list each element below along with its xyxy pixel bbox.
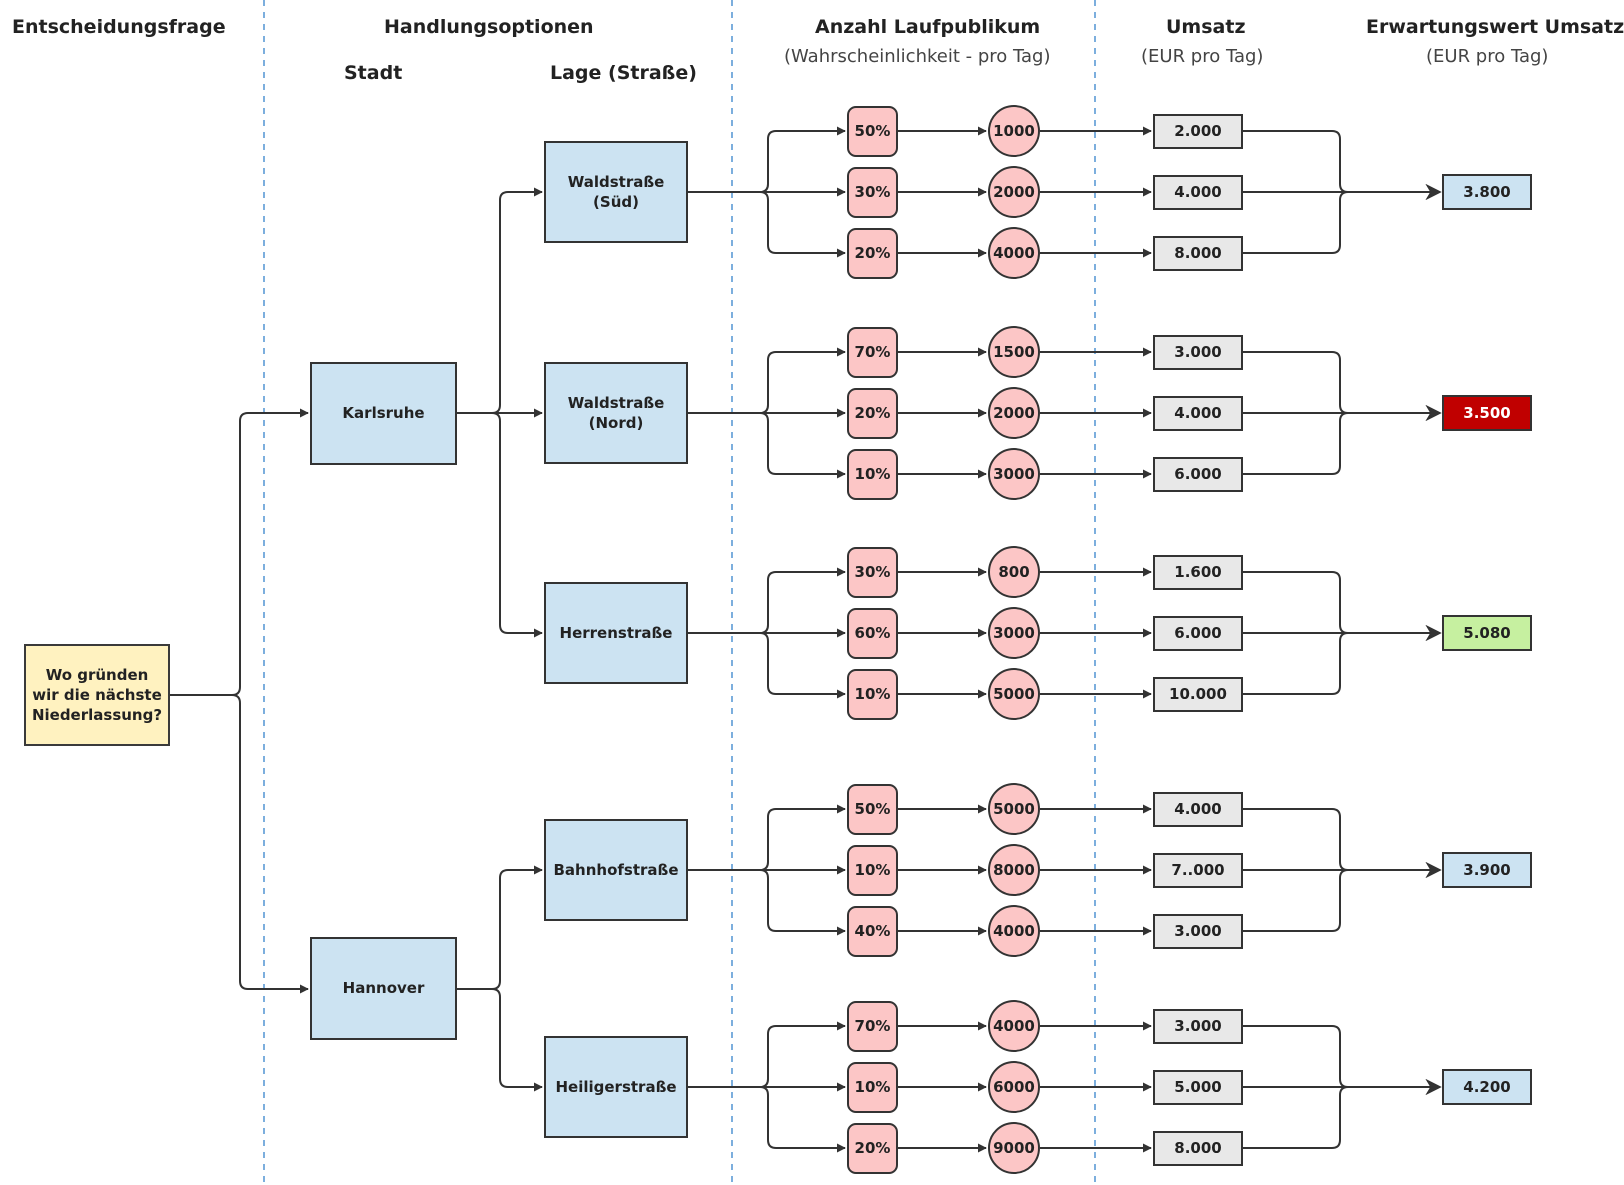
traffic-count-node: 3000 (988, 607, 1040, 659)
city-node-karlsruhe: Karlsruhe (310, 362, 457, 465)
revenue-node: 1.600 (1153, 554, 1243, 590)
edge-revenue-expected-0-0-0 (1243, 130, 1442, 200)
revenue-node: 6.000 (1153, 456, 1243, 492)
edge-city-location-0-2 (457, 412, 543, 638)
probability-node: 10% (847, 668, 898, 720)
header-expected-sub: (EUR pro Tag) (1426, 46, 1549, 67)
traffic-count-node: 9000 (988, 1122, 1040, 1174)
probability-node: 20% (847, 1122, 898, 1174)
expected-value-node: 3.900 (1442, 852, 1532, 888)
revenue-node: 3.000 (1153, 1008, 1243, 1044)
probability-node: 20% (847, 387, 898, 439)
edge-location-probability-0-0-0 (688, 126, 846, 193)
revenue-node: 4.000 (1153, 174, 1243, 210)
edge-location-probability-0-1-0 (688, 347, 846, 414)
header-traffic: Anzahl Laufpublikum (815, 16, 1041, 38)
expected-value-node: 3.500 (1442, 395, 1532, 431)
header-options: Handlungsoptionen (384, 16, 594, 38)
edge-question-hannover (170, 694, 309, 994)
edge-revenue-expected-1-1-2 (1243, 1079, 1442, 1149)
city-node-hannover: Hannover (310, 937, 457, 1040)
header-expected: Erwartungswert Umsatz (1366, 16, 1624, 38)
edge-location-probability-0-0-2 (688, 191, 846, 258)
revenue-node: 5.000 (1153, 1069, 1243, 1105)
header-revenue-sub: (EUR pro Tag) (1141, 46, 1264, 67)
location-node-heiligerstraße: Heiligerstraße (544, 1036, 688, 1138)
expected-value-node: 4.200 (1442, 1069, 1532, 1105)
revenue-node: 4.000 (1153, 395, 1243, 431)
probability-node: 40% (847, 905, 898, 957)
edge-revenue-expected-0-1-2 (1243, 405, 1442, 475)
traffic-count-node: 3000 (988, 448, 1040, 500)
traffic-count-node: 8000 (988, 844, 1040, 896)
edge-location-probability-0-2-2 (688, 632, 846, 699)
edge-revenue-expected-0-1-0 (1243, 351, 1442, 421)
traffic-count-node: 2000 (988, 166, 1040, 218)
probability-node: 10% (847, 448, 898, 500)
header-traffic-sub: (Wahrscheinlichkeit - pro Tag) (784, 46, 1051, 67)
edge-city-location-0-0 (457, 187, 543, 414)
traffic-count-node: 1000 (988, 105, 1040, 157)
edge-location-probability-1-1-2 (688, 1086, 846, 1153)
edge-location-probability-1-0-2 (688, 869, 846, 936)
probability-node: 50% (847, 105, 898, 157)
edge-revenue-expected-0-0-2 (1243, 184, 1442, 254)
header-decision: Entscheidungsfrage (12, 16, 226, 38)
expected-value-node: 3.800 (1442, 174, 1532, 210)
header-revenue: Umsatz (1166, 16, 1246, 38)
probability-node: 70% (847, 1000, 898, 1052)
revenue-node: 3.000 (1153, 334, 1243, 370)
edge-city-location-1-1 (457, 988, 543, 1092)
edge-location-probability-0-1-2 (688, 412, 846, 479)
probability-node: 10% (847, 1061, 898, 1113)
probability-node: 70% (847, 326, 898, 378)
location-node-herrenstraße: Herrenstraße (544, 582, 688, 684)
probability-node: 60% (847, 607, 898, 659)
edge-revenue-expected-0-2-0 (1243, 571, 1442, 641)
header-location: Lage (Straße) (550, 62, 697, 84)
location-node-waldstraße-süd: Waldstraße (Süd) (544, 141, 688, 243)
traffic-count-node: 2000 (988, 387, 1040, 439)
revenue-node: 8.000 (1153, 1130, 1243, 1166)
probability-node: 50% (847, 783, 898, 835)
traffic-count-node: 5000 (988, 668, 1040, 720)
edge-location-probability-1-1-0 (688, 1021, 846, 1088)
traffic-count-node: 4000 (988, 227, 1040, 279)
edge-location-probability-0-2-0 (688, 567, 846, 634)
traffic-count-node: 4000 (988, 905, 1040, 957)
revenue-node: 4.000 (1153, 791, 1243, 827)
header-city: Stadt (344, 62, 403, 84)
revenue-node: 7..000 (1153, 852, 1243, 888)
traffic-count-node: 4000 (988, 1000, 1040, 1052)
edge-location-probability-1-0-0 (688, 804, 846, 871)
probability-node: 30% (847, 546, 898, 598)
location-node-bahnhofstraße: Bahnhofstraße (544, 819, 688, 921)
revenue-node: 8.000 (1153, 235, 1243, 271)
edge-revenue-expected-1-0-0 (1243, 808, 1442, 878)
probability-node: 10% (847, 844, 898, 896)
edge-city-location-1-0 (457, 865, 543, 990)
revenue-node: 3.000 (1153, 913, 1243, 949)
revenue-node: 2.000 (1153, 113, 1243, 149)
traffic-count-node: 6000 (988, 1061, 1040, 1113)
decision-question-box: Wo gründen wir die nächste Niederlassung… (24, 644, 170, 746)
edge-revenue-expected-0-2-2 (1243, 625, 1442, 695)
edge-revenue-expected-1-0-2 (1243, 862, 1442, 932)
probability-node: 30% (847, 166, 898, 218)
probability-node: 20% (847, 227, 898, 279)
expected-value-node: 5.080 (1442, 615, 1532, 651)
traffic-count-node: 800 (988, 546, 1040, 598)
location-node-waldstraße-nord: Waldstraße (Nord) (544, 362, 688, 464)
revenue-node: 10.000 (1153, 676, 1243, 712)
edge-question-karlsruhe (170, 408, 309, 696)
traffic-count-node: 5000 (988, 783, 1040, 835)
edge-revenue-expected-1-1-0 (1243, 1025, 1442, 1095)
revenue-node: 6.000 (1153, 615, 1243, 651)
traffic-count-node: 1500 (988, 326, 1040, 378)
